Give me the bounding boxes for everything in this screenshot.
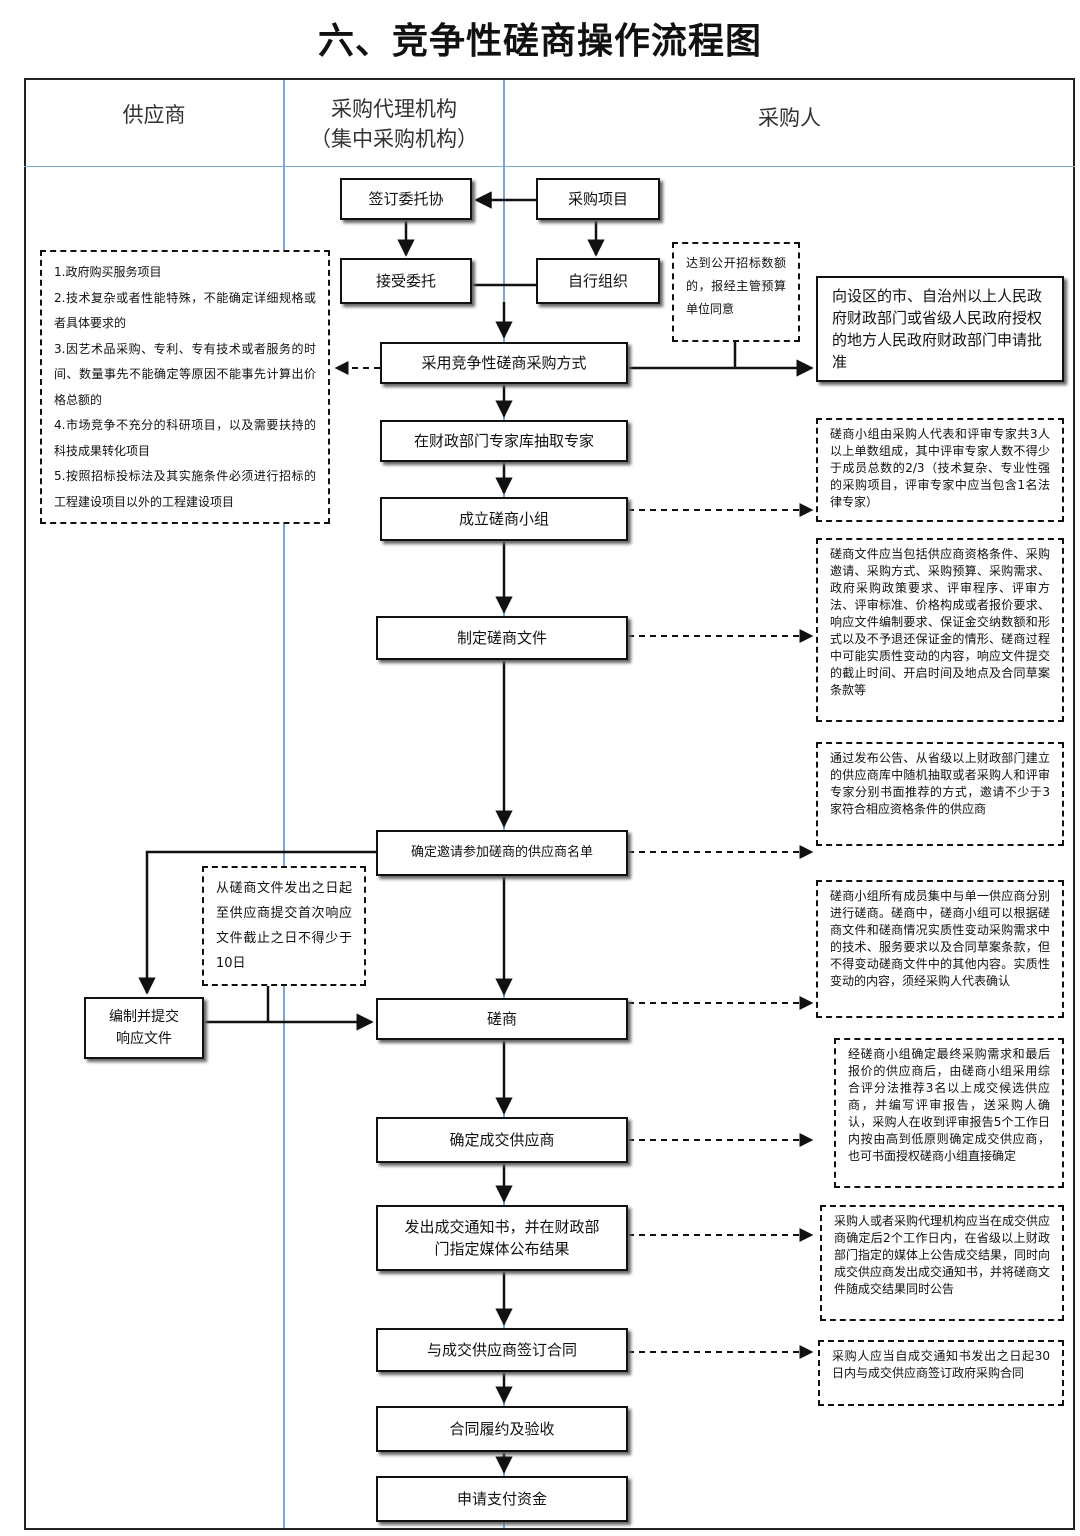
self-organize-box: 自行组织 bbox=[536, 258, 660, 304]
consult-box: 磋商 bbox=[376, 998, 628, 1040]
sign-entrust-box: 签订委托协 bbox=[340, 178, 472, 220]
invite-note: 通过发布公告、从省级以上财政部门建立的供应商库中随机抽取或者采购人和评审专家分别… bbox=[816, 742, 1064, 846]
lane-header-agency-line2: （集中采购机构） bbox=[310, 127, 478, 151]
compile-submit-box: 编制并提交 响应文件 bbox=[84, 997, 204, 1059]
lane-header-agency-line1: 采购代理机构 bbox=[331, 97, 457, 121]
sign-contract-box: 与成交供应商签订合同 bbox=[376, 1328, 628, 1372]
compile-submit-line2: 响应文件 bbox=[116, 1031, 172, 1047]
determine-list-box: 确定邀请参加磋商的供应商名单 bbox=[376, 830, 628, 876]
notify-line1: 发出成交通知书，并在财政部 bbox=[404, 1218, 600, 1236]
lane-header-agency: 采购代理机构 （集中采购机构） bbox=[286, 94, 502, 154]
perform-box: 合同履约及验收 bbox=[376, 1406, 628, 1452]
accept-entrust-box: 接受委托 bbox=[340, 258, 472, 304]
header-divider bbox=[24, 166, 1075, 167]
scope-item-3: 3.因艺术品采购、专利、专有技术或者服务的时间、数量事先不能确定等原因不能事先计… bbox=[54, 341, 316, 407]
apply-approval-box: 向设区的市、自治州以上人民政府财政部门或省级人民政府授权的地方人民政府财政部门申… bbox=[816, 276, 1064, 382]
notify-line2: 门指定媒体公布结果 bbox=[434, 1240, 570, 1258]
scope-item-1: 1.政府购买服务项目 bbox=[54, 265, 162, 279]
scope-item-5: 5.按照招标投标法及其实施条件必须进行招标的工程建设项目以外的工程建设项目 bbox=[54, 469, 316, 509]
days-note: 从磋商文件发出之日起至供应商提交首次响应文件截止之日不得少于10日 bbox=[202, 866, 366, 986]
make-docs-box: 制定磋商文件 bbox=[376, 616, 628, 660]
apply-pay-box: 申请支付资金 bbox=[376, 1476, 628, 1522]
lane-header-purchaser: 采购人 bbox=[758, 106, 821, 130]
scope-item-2: 2.技术复杂或者性能特殊，不能确定详细规格或者具体要求的 bbox=[54, 290, 316, 331]
determine-note: 经磋商小组确定最终采购需求和最后报价的供应商后，由磋商小组采用综合评分法推荐3名… bbox=[834, 1038, 1064, 1188]
adopt-method-box: 采用竞争性磋商采购方式 bbox=[380, 342, 628, 384]
extract-experts-box: 在财政部门专家库抽取专家 bbox=[380, 420, 628, 462]
group-note: 磋商小组由采购人代表和评审专家共3人以上单数组成，其中评审专家人数不得少于成员总… bbox=[816, 418, 1064, 522]
determine-supplier-box: 确定成交供应商 bbox=[376, 1117, 628, 1163]
consult-note: 磋商小组所有成员集中与单一供应商分别进行磋商。磋商中，磋商小组可以根据磋商文件和… bbox=[816, 880, 1064, 1018]
lane-divider-2 bbox=[503, 80, 505, 1528]
purchase-project-box: 采购项目 bbox=[536, 178, 660, 220]
docs-note: 磋商文件应当包括供应商资格条件、采购邀请、采购方式、采购预算、采购需求、政府采购… bbox=[816, 538, 1064, 722]
scope-item-4: 4.市场竞争不充分的科研项目，以及需要扶持的科技成果转化项目 bbox=[54, 418, 316, 458]
contract-note: 采购人应当自成交通知书发出之日起30日内与成交供应商签订政府采购合同 bbox=[818, 1340, 1064, 1406]
publish-note: 采购人或者采购代理机构应当在成交供应商确定后2个工作日内，在省级以上财政部门指定… bbox=[820, 1205, 1064, 1321]
scope-note: 1.政府购买服务项目 2.技术复杂或者性能特殊，不能确定详细规格或者具体要求的 … bbox=[40, 250, 330, 524]
form-group-box: 成立磋商小组 bbox=[380, 497, 628, 541]
notify-box: 发出成交通知书，并在财政部 门指定媒体公布结果 bbox=[376, 1205, 628, 1271]
page-title: 六、竞争性磋商操作流程图 bbox=[317, 20, 762, 62]
threshold-note: 达到公开招标数额的，报经主管预算单位同意 bbox=[672, 242, 800, 342]
lane-header-supplier: 供应商 bbox=[122, 103, 186, 127]
compile-submit-line1: 编制并提交 bbox=[109, 1009, 179, 1025]
flowchart-frame bbox=[24, 78, 1075, 1530]
lane-divider-1 bbox=[283, 80, 285, 1528]
